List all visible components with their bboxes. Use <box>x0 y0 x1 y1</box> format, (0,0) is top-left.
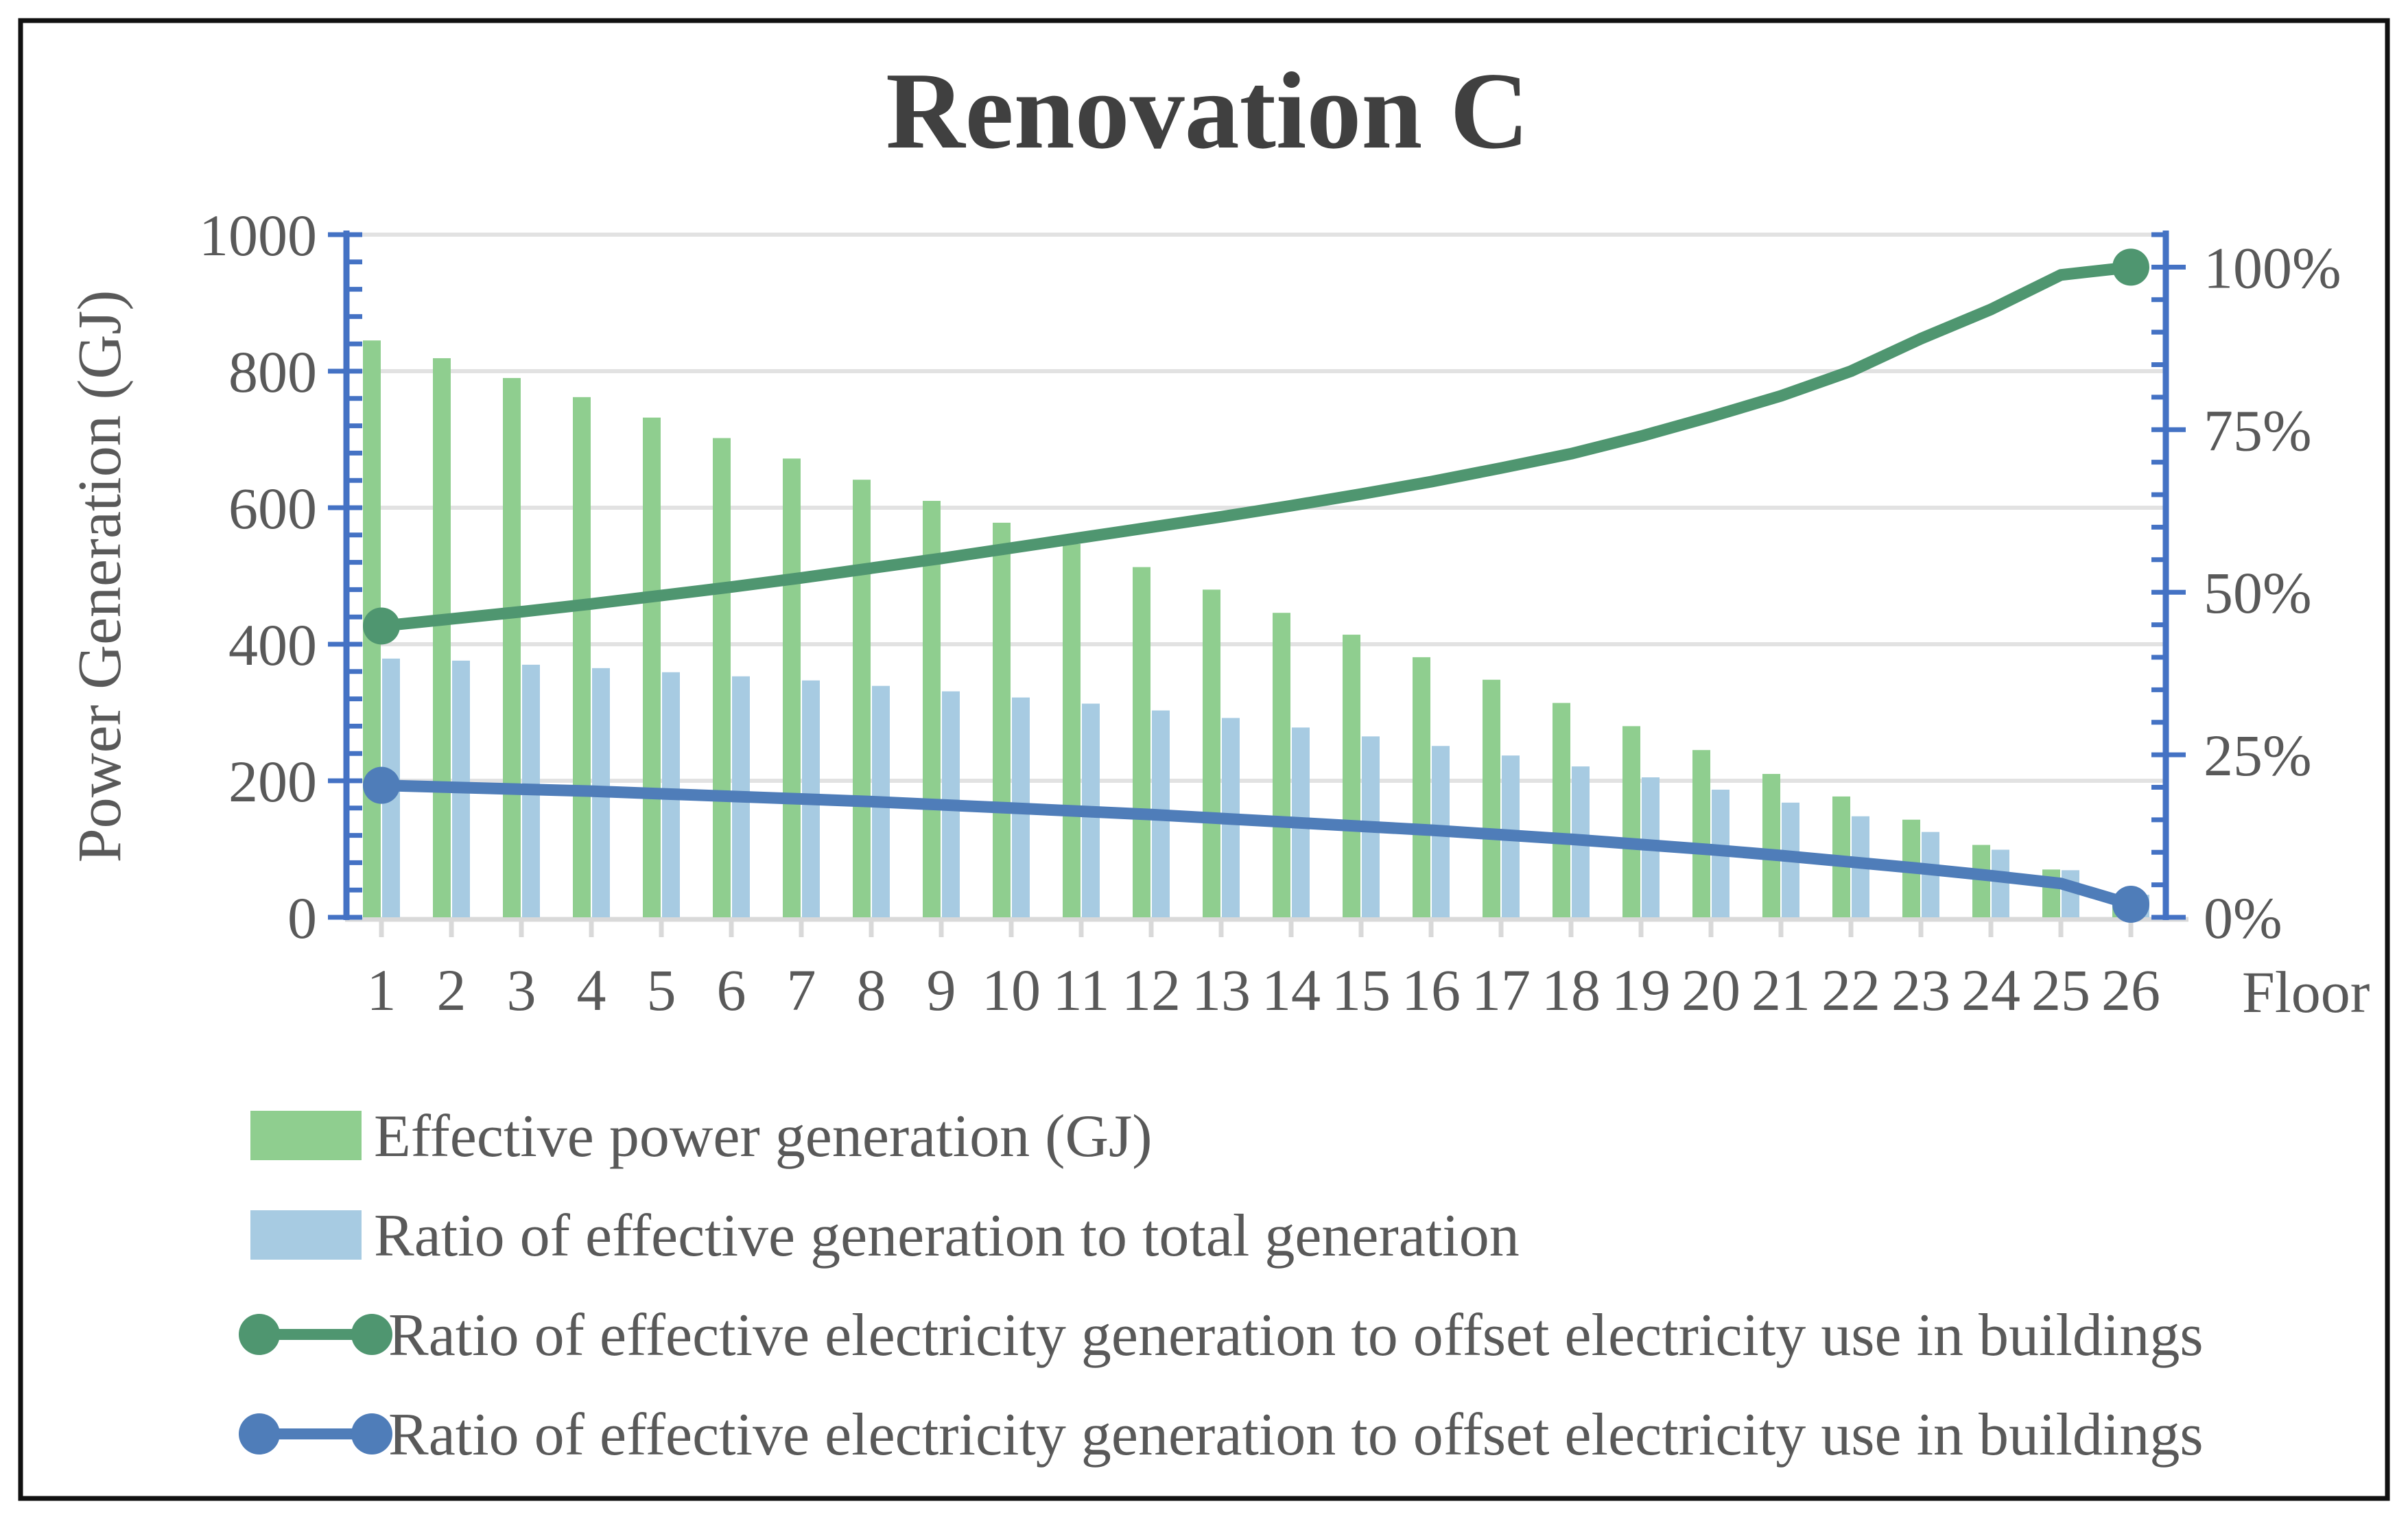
left-axis-label-200: 200 <box>228 749 317 814</box>
x-axis-label-18: 18 <box>1542 957 1601 1023</box>
x-axis-label-22: 22 <box>1821 957 1880 1023</box>
bar-ratio-total-floor-24 <box>1992 849 2009 917</box>
bar-effective-power-floor-9 <box>923 501 941 917</box>
x-axis-label-8: 8 <box>857 957 886 1023</box>
x-axis-label-1: 1 <box>367 957 397 1023</box>
x-axis-label-14: 14 <box>1262 957 1321 1023</box>
x-axis-label-12: 12 <box>1122 957 1181 1023</box>
right-axis-label-0: 0% <box>2204 885 2282 951</box>
line-marker-blue-floor-26 <box>2112 886 2149 923</box>
bar-effective-power-floor-11 <box>1063 543 1081 917</box>
legend-item-effective-power: Effective power generation (GJ) <box>250 1103 1153 1170</box>
right-axis-label-75: 75% <box>2204 397 2312 463</box>
value-axes <box>328 231 2186 920</box>
legend-swatch-blue-bar <box>250 1210 362 1260</box>
legend-marker-green <box>239 1314 280 1355</box>
line-marker-green-floor-1 <box>363 607 400 645</box>
x-axis-label-10: 10 <box>982 957 1041 1023</box>
bar-effective-power-floor-4 <box>573 397 591 917</box>
line-series-group <box>363 248 2149 923</box>
legend-item-ratio-offset-blue: Ratio of effective electricity generatio… <box>239 1402 2204 1468</box>
bar-effective-power-floor-8 <box>853 480 871 917</box>
x-axis-label-7: 7 <box>787 957 816 1023</box>
left-axis-label-1000: 1000 <box>199 202 317 268</box>
x-axis-label-2: 2 <box>437 957 467 1023</box>
legend-marker-blue <box>239 1413 280 1455</box>
bar-effective-power-floor-18 <box>1553 703 1570 917</box>
x-axis-label-26: 26 <box>2101 957 2160 1023</box>
bar-effective-power-floor-15 <box>1343 635 1360 917</box>
bar-effective-power-floor-6 <box>713 438 731 917</box>
left-axis-label-0: 0 <box>287 885 317 951</box>
left-axis-label-400: 400 <box>228 612 317 678</box>
chart-border <box>18 18 2390 1501</box>
legend-item-ratio-total-generation: Ratio of effective generation to total g… <box>250 1203 1520 1269</box>
chart-title: Renovation C <box>886 49 1529 172</box>
left-axis-label-800: 800 <box>228 339 317 405</box>
x-axis-label-9: 9 <box>927 957 956 1023</box>
bar-effective-power-floor-19 <box>1622 726 1640 917</box>
legend-item-ratio-offset-green: Ratio of effective electricity generatio… <box>239 1302 2204 1369</box>
bar-effective-power-floor-21 <box>1762 774 1780 917</box>
x-axis-label-19: 19 <box>1612 957 1671 1023</box>
right-axis-label-50: 50% <box>2204 560 2312 626</box>
x-axis-label-4: 4 <box>577 957 606 1023</box>
legend-marker-blue <box>351 1413 392 1455</box>
line-marker-green-floor-26 <box>2112 248 2149 286</box>
legend-label: Ratio of effective generation to total g… <box>374 1203 1520 1269</box>
x-axis-label-20: 20 <box>1681 957 1740 1023</box>
x-axis-label-11: 11 <box>1053 957 1110 1023</box>
x-axis-label-13: 13 <box>1192 957 1251 1023</box>
line-marker-blue-floor-1 <box>363 766 400 804</box>
bar-effective-power-floor-16 <box>1413 657 1430 917</box>
bar-effective-power-floor-2 <box>433 358 451 917</box>
legend-label: Ratio of effective electricity generatio… <box>388 1402 2204 1468</box>
bar-effective-power-floor-3 <box>503 377 521 917</box>
legend-swatch-green-bar <box>250 1111 362 1160</box>
legend-label: Effective power generation (GJ) <box>374 1103 1153 1170</box>
x-axis-title: Floor <box>2242 959 2370 1025</box>
x-axis-label-17: 17 <box>1472 957 1531 1023</box>
bar-series-group <box>363 340 2149 918</box>
left-axis-label-600: 600 <box>228 475 317 541</box>
bar-effective-power-floor-7 <box>783 458 801 917</box>
bar-effective-power-floor-13 <box>1203 589 1220 917</box>
bar-effective-power-floor-14 <box>1273 613 1290 917</box>
legend-marker-green <box>351 1314 392 1355</box>
right-axis-label-25: 25% <box>2204 722 2312 788</box>
x-axis-label-5: 5 <box>647 957 676 1023</box>
right-axis-label-100: 100% <box>2204 235 2341 301</box>
legend: Effective power generation (GJ) Ratio of… <box>239 1103 2204 1468</box>
x-axis-label-21: 21 <box>1751 957 1810 1023</box>
x-axis-label-6: 6 <box>717 957 746 1023</box>
bar-effective-power-floor-10 <box>993 522 1011 917</box>
x-axis-label-23: 23 <box>1891 957 1950 1023</box>
line-ratio-offset-green <box>375 261 2137 632</box>
bar-effective-power-floor-12 <box>1133 567 1150 917</box>
y-axis-title: Power Generation (GJ) <box>66 290 134 863</box>
bar-effective-power-floor-17 <box>1483 679 1500 917</box>
x-axis-label-3: 3 <box>507 957 536 1023</box>
x-axis-label-24: 24 <box>1961 957 2020 1023</box>
legend-label: Ratio of effective electricity generatio… <box>388 1302 2204 1369</box>
bar-effective-power-floor-5 <box>643 417 661 917</box>
bar-effective-power-floor-20 <box>1692 750 1710 917</box>
category-axis <box>345 917 2188 937</box>
line-ratio-offset-blue <box>375 779 2137 910</box>
axis-tick-labels: 0 200 400 600 800 1000 0% 25% 50% 75% 100% <box>199 202 2341 951</box>
x-axis-label-16: 16 <box>1402 957 1461 1023</box>
x-axis-label-15: 15 <box>1332 957 1391 1023</box>
x-axis-label-25: 25 <box>2031 957 2090 1023</box>
